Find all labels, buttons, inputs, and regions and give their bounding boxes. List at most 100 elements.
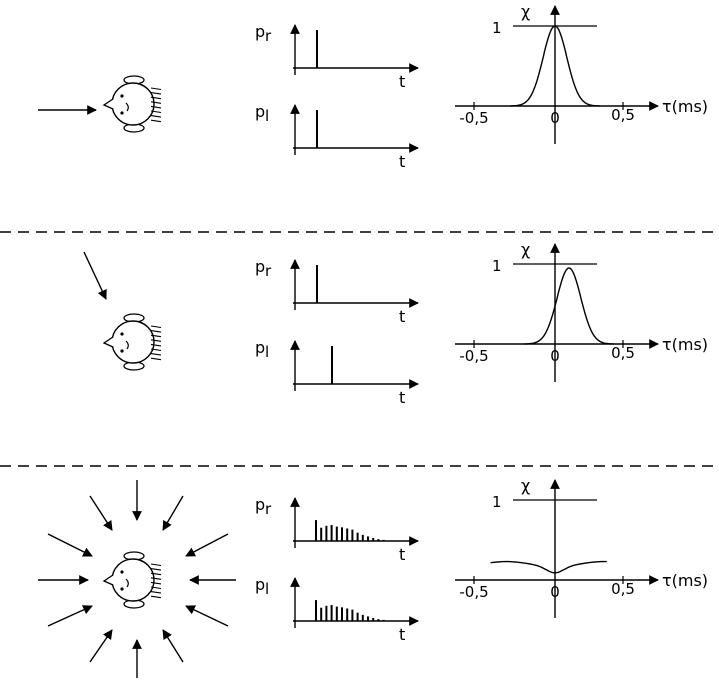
bird-feather [150,330,162,333]
impulse-p-subscript: r [265,262,272,280]
bird-head-row1 [102,75,162,133]
bird-feather [150,334,162,338]
bird-feather [150,343,162,347]
bird-beak [102,98,114,110]
correlation-row3: χ 1 τ(ms) -0,5 0 0,5 [455,476,708,618]
correlation-curve [524,267,614,345]
impulse-p-subscript: l [265,343,269,361]
impulse-p-subscript: r [265,27,272,45]
bird-feather [150,581,162,585]
sound-arrow [89,495,113,531]
chi-label: χ [521,240,530,259]
bird-feather [150,348,162,352]
bird-beak [102,336,114,348]
impulse-p-label: p [255,338,265,357]
correlation-curve [510,25,600,107]
bird-feather [150,586,162,590]
bird-feather [150,339,162,342]
bird-head-row3 [102,551,162,609]
bird-feather [150,87,162,91]
tick-zero: 0 [550,347,560,365]
tick-pos: 0,5 [611,344,635,362]
bird-feather [150,353,162,356]
sound-arrow [47,605,93,627]
impulse-p-subscript: l [265,580,269,598]
tick-neg: -0,5 [459,347,488,365]
bird-feather [150,595,162,599]
impulse-t-label: t [399,307,405,326]
chi-label: χ [521,2,530,21]
bird-feather [150,119,162,123]
bird-feather [150,572,162,576]
bird-feather [150,96,162,100]
bird-feather [150,105,162,109]
chi-max-label: 1 [492,257,502,275]
sound-arrow [185,533,229,557]
bird-head [111,320,155,364]
sound-arrow [47,533,93,557]
tau-label: τ(ms) [662,571,708,590]
bird-eye [120,587,124,591]
impulse-t-label: t [399,152,405,171]
bird-beak [102,574,114,586]
sound-arrow [185,605,229,627]
tau-label: τ(ms) [662,335,708,354]
impulse-p-label: p [255,257,265,276]
tick-neg: -0,5 [459,109,488,127]
bird-feather [150,325,162,329]
bird-mouth [125,102,129,112]
sound-arrow [89,629,113,663]
bird-eye [120,111,124,115]
bird-feather [150,563,162,567]
bird-feather [150,110,162,114]
impulse-p-label: p [255,495,265,514]
impulse-p-subscript: r [265,500,272,518]
tick-zero: 0 [550,583,560,601]
correlation-row1: χ 1 τ(ms) -0,5 0 0,5 [455,2,708,144]
impulse-p-subscript: l [265,107,269,125]
bird-eye [120,332,124,336]
bird-eye [120,570,124,574]
tau-label: τ(ms) [662,97,708,116]
bird-head-row2 [102,313,162,371]
chi-label: χ [521,476,530,495]
correlation-row2: χ 1 τ(ms) -0,5 0 0,5 [455,240,708,382]
sound-arrow [162,629,184,663]
bird-head [111,558,155,602]
bird-feather [150,115,162,118]
bird-mouth [125,340,129,350]
impulse-p-label: p [255,102,265,121]
tick-pos: 0,5 [611,580,635,598]
chi-max-label: 1 [492,493,502,511]
bird-head [111,82,155,126]
bird-feather [150,591,162,594]
sound-arrow [162,495,184,531]
impulse-p-label: p [255,22,265,41]
tick-pos: 0,5 [611,106,635,124]
impulse-p-label: p [255,575,265,594]
bird-feather [150,568,162,571]
tick-neg: -0,5 [459,583,488,601]
bird-mouth [125,578,129,588]
bird-feather [150,357,162,361]
impulse-t-label: t [399,388,405,407]
sound-arrow [83,251,107,300]
impulse-t-label: t [399,545,405,564]
chi-max-label: 1 [492,19,502,37]
impulse-t-label: t [399,72,405,91]
bird-feather [150,101,162,104]
bird-eye [120,94,124,98]
correlation-curve [490,560,607,574]
bird-feather [150,577,162,580]
bird-eye [120,349,124,353]
impulse-t-label: t [399,625,405,644]
tick-zero: 0 [550,109,560,127]
bird-feather [150,92,162,95]
